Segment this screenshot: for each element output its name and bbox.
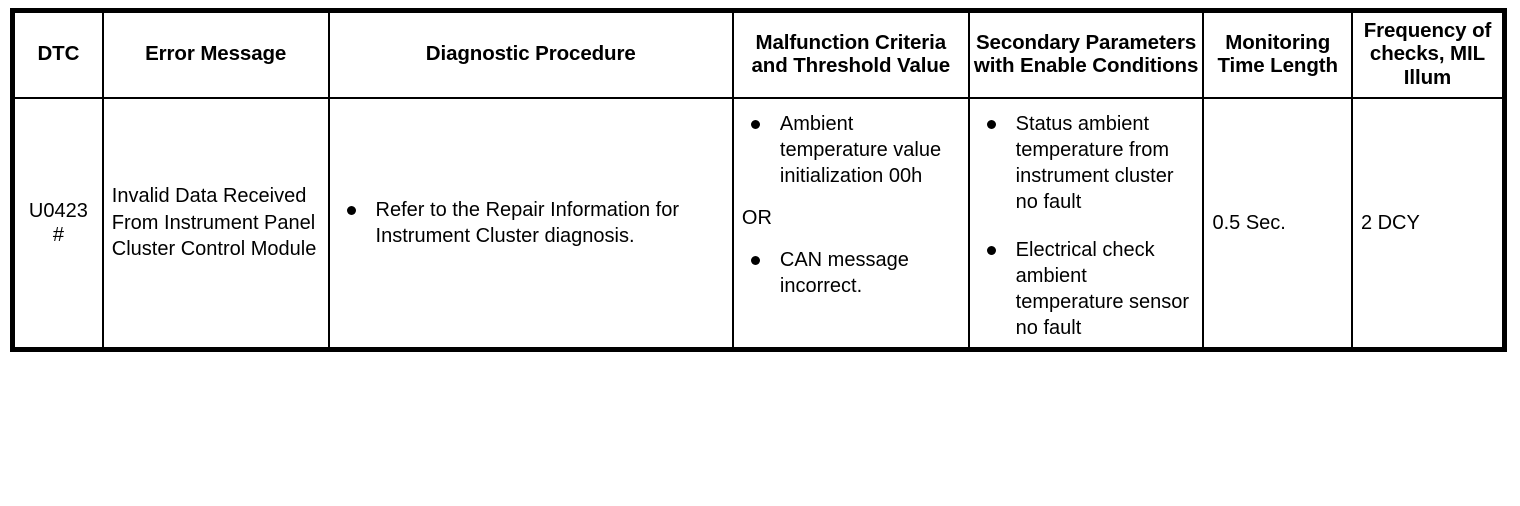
- diagnostic-procedure-list: Refer to the Repair Information for Inst…: [338, 197, 724, 249]
- dtc-marker: #: [52, 224, 64, 247]
- column-header-error-message: Error Message: [101, 9, 330, 100]
- list-item-text: Electrical check ambient temperature sen…: [1015, 239, 1190, 340]
- cell-dtc: U0423 #: [11, 97, 104, 351]
- table-body: U0423 # Invalid Data Received From Instr…: [11, 97, 1506, 351]
- column-header-malfunction-criteria: Malfunction Criteria and Threshold Value: [731, 9, 970, 100]
- dtc-diagnostic-table: DTC Error Message Diagnostic Procedure M…: [10, 8, 1507, 353]
- list-item: CAN message incorrect.: [742, 247, 960, 299]
- column-header-secondary-parameters: Secondary Parameters with Enable Conditi…: [967, 9, 1205, 100]
- error-message-text: Invalid Data Received From Instrument Pa…: [111, 184, 317, 261]
- cell-monitoring-time: 0.5 Sec.: [1202, 97, 1353, 351]
- table-row: U0423 # Invalid Data Received From Instr…: [11, 97, 1506, 351]
- cell-error-message: Invalid Data Received From Instrument Pa…: [101, 97, 330, 351]
- column-header-diagnostic-procedure: Diagnostic Procedure: [327, 9, 734, 100]
- column-header-dtc: DTC: [11, 9, 104, 100]
- list-item: Ambient temperature value initialization…: [742, 111, 960, 189]
- malfunction-criteria-list-before: Ambient temperature value initialization…: [742, 111, 960, 189]
- list-item: Refer to the Repair Information for Inst…: [338, 197, 724, 249]
- list-item-text: CAN message incorrect.: [779, 249, 909, 298]
- malfunction-criteria-separator: OR: [741, 207, 772, 230]
- cell-diagnostic-procedure: Refer to the Repair Information for Inst…: [327, 97, 734, 351]
- bullet-icon: [986, 246, 996, 256]
- monitoring-time-value: 0.5 Sec.: [1212, 212, 1286, 235]
- list-item: Electrical check ambient temperature sen…: [978, 237, 1195, 341]
- cell-secondary-parameters: Status ambient temperature from instrume…: [967, 97, 1205, 351]
- list-item-text: Refer to the Repair Information for Inst…: [375, 199, 680, 248]
- malfunction-criteria-list-after: CAN message incorrect.: [742, 247, 960, 299]
- bullet-icon: [346, 206, 356, 216]
- dtc-code: U0423: [28, 199, 88, 222]
- frequency-value: 2 DCY: [1360, 212, 1420, 235]
- list-item-text: Status ambient temperature from instrume…: [1015, 113, 1174, 214]
- cell-malfunction-criteria: Ambient temperature value initialization…: [731, 97, 970, 351]
- list-item: Status ambient temperature from instrume…: [978, 111, 1195, 215]
- column-header-frequency: Frequency of checks, MIL Illum: [1350, 9, 1506, 100]
- cell-frequency: 2 DCY: [1350, 97, 1506, 351]
- secondary-parameters-list: Status ambient temperature from instrume…: [978, 111, 1195, 341]
- table-header: DTC Error Message Diagnostic Procedure M…: [11, 9, 1506, 100]
- header-row: DTC Error Message Diagnostic Procedure M…: [11, 9, 1506, 100]
- bullet-icon: [750, 120, 760, 130]
- column-header-monitoring-time: Monitoring Time Length: [1202, 9, 1353, 100]
- bullet-icon: [750, 256, 760, 266]
- list-item-text: Ambient temperature value initialization…: [779, 113, 942, 188]
- bullet-icon: [986, 120, 996, 130]
